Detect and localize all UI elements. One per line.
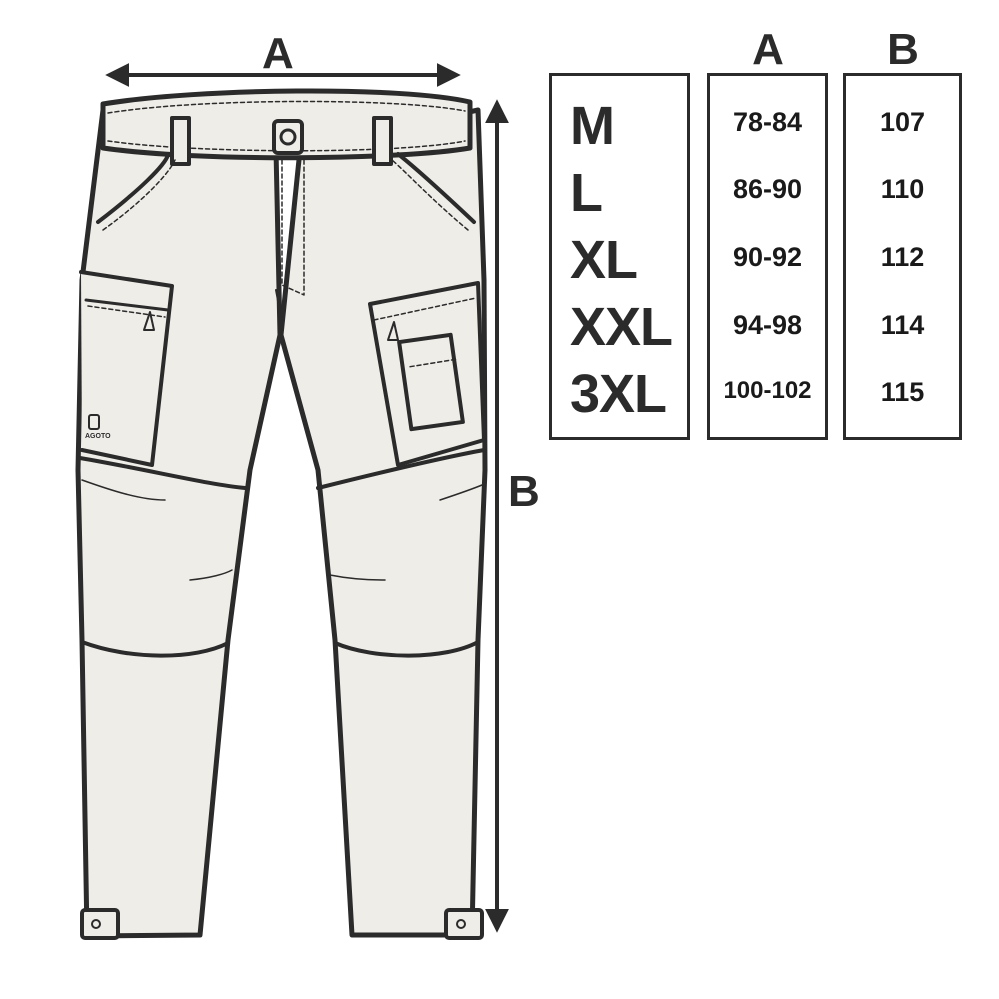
value-b: 110	[880, 174, 925, 204]
value-a: 86-90	[732, 174, 803, 204]
brand-wordmark: AGOTO	[85, 433, 111, 440]
size-label: M	[570, 96, 615, 156]
right-leg	[278, 107, 488, 938]
value-b: 107	[879, 107, 926, 137]
column-b-values: 107 110 112 114 115	[843, 73, 962, 440]
size-label: 3XL	[570, 364, 667, 424]
column-header-a: A	[752, 25, 784, 74]
value-b: 115	[880, 377, 925, 407]
value-b: 114	[880, 310, 925, 340]
pants-body	[75, 88, 488, 940]
value-a: 78-84	[732, 107, 803, 137]
value-a: 100-102	[723, 377, 812, 404]
size-label: L	[570, 163, 603, 223]
belt-loop-left	[170, 116, 191, 166]
left-leg	[75, 107, 283, 939]
value-b: 112	[880, 242, 925, 272]
value-a: 94-98	[732, 310, 803, 340]
value-a: 90-92	[732, 242, 803, 272]
column-header-b: B	[887, 25, 919, 74]
dimension-label-a: A	[262, 29, 294, 78]
size-column: M L XL XXL 3XL	[549, 73, 690, 440]
belt-loop-right	[372, 116, 393, 166]
size-label: XL	[570, 230, 638, 290]
size-label: XXL	[570, 297, 673, 357]
zipper-pull-icon	[143, 311, 155, 331]
column-a-values: 78-84 86-90 90-92 94-98 100-102	[707, 73, 828, 440]
button-icon	[279, 128, 297, 146]
brand-logo: AGOTO	[85, 414, 111, 440]
phone-pocket	[397, 332, 465, 432]
dimension-label-b: B	[508, 467, 540, 516]
